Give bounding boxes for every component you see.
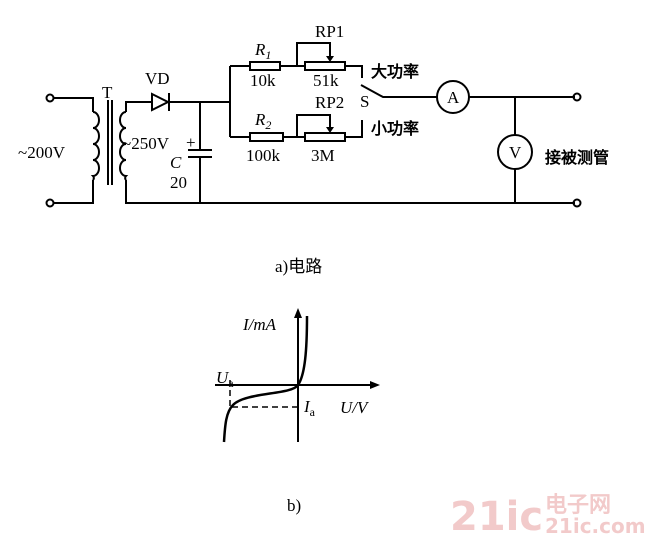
label-secondary: ~250V bbox=[122, 134, 170, 153]
dashed-guides bbox=[229, 380, 298, 408]
graph-axes bbox=[215, 316, 372, 442]
label-ua: Ua bbox=[216, 368, 234, 390]
label-cap-plus: + bbox=[186, 133, 196, 152]
branch-wires bbox=[229, 65, 300, 138]
label-low-power: 小功率 bbox=[371, 119, 419, 138]
secondary-wires bbox=[125, 101, 575, 204]
voltmeter bbox=[497, 134, 533, 170]
label-x-axis: U/V bbox=[340, 398, 370, 417]
watermark-logo: 21ic 电子网 21ic.com bbox=[450, 493, 646, 539]
svg-text:电子网: 电子网 bbox=[545, 493, 611, 518]
label-s: S bbox=[360, 92, 369, 111]
label-t: T bbox=[102, 83, 113, 102]
r2-resistor bbox=[249, 132, 284, 142]
primary-coil bbox=[90, 111, 100, 181]
svg-text:21ic.com: 21ic.com bbox=[545, 514, 646, 538]
pot-wipers bbox=[296, 42, 331, 138]
label-y-axis: I/mA bbox=[242, 315, 277, 334]
label-r2-value: 100k bbox=[246, 146, 281, 165]
label-ammeter: A bbox=[447, 88, 460, 107]
r1-resistor bbox=[249, 61, 281, 71]
diode-bar bbox=[150, 93, 171, 111]
label-vd: VD bbox=[145, 69, 170, 88]
input-terminal-bottom bbox=[45, 198, 55, 208]
label-dut: 接被测管 bbox=[545, 148, 609, 167]
capacitor-symbol bbox=[188, 102, 212, 203]
caption-b: b) bbox=[287, 496, 301, 515]
label-ia: Ia bbox=[303, 397, 316, 419]
reverse-curve bbox=[222, 384, 300, 443]
rp1-potentiometer bbox=[304, 61, 346, 71]
transformer-core bbox=[107, 100, 113, 185]
secondary-coil bbox=[119, 111, 129, 181]
label-rp2: RP2 bbox=[315, 93, 344, 112]
primary-wires bbox=[54, 97, 94, 204]
diode-symbol bbox=[151, 92, 171, 112]
caption-a: a)电路 bbox=[275, 257, 322, 276]
label-high-power: 大功率 bbox=[371, 62, 419, 81]
ammeter bbox=[436, 80, 470, 114]
switch-blade-and-output bbox=[360, 84, 575, 203]
label-primary: ~200V bbox=[18, 143, 66, 162]
switch-contacts bbox=[345, 65, 363, 138]
input-terminal-top bbox=[45, 93, 55, 103]
rp2-potentiometer bbox=[304, 132, 346, 142]
svg-text:21ic: 21ic bbox=[450, 494, 543, 539]
label-voltmeter: V bbox=[509, 143, 522, 162]
label-rp1-value: 51k bbox=[313, 71, 339, 90]
label-r1-value: 10k bbox=[250, 71, 276, 90]
label-r2: R2 bbox=[254, 110, 271, 132]
output-terminal-top bbox=[572, 92, 582, 102]
label-c: C bbox=[170, 153, 182, 172]
label-rp2-value: 3M bbox=[311, 146, 335, 165]
label-r1: R1 bbox=[254, 40, 271, 62]
output-terminal-bottom bbox=[572, 198, 582, 208]
forward-curve bbox=[296, 315, 309, 386]
label-c-value: 20 bbox=[170, 173, 187, 192]
label-rp1: RP1 bbox=[315, 22, 344, 41]
